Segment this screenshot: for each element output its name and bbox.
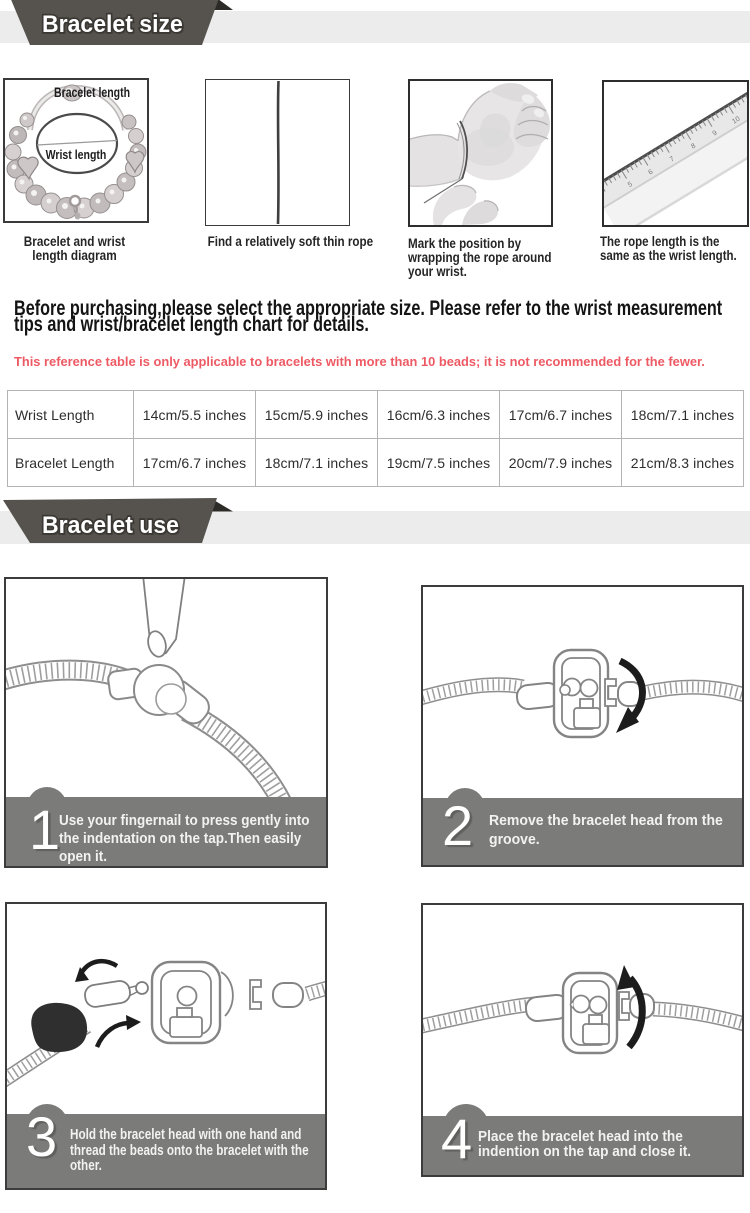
svg-text:9: 9 <box>712 130 719 138</box>
svg-text:Bracelet use: Bracelet use <box>42 512 179 539</box>
svg-text:5: 5 <box>627 181 634 189</box>
svg-text:6: 6 <box>647 168 654 176</box>
svg-text:Bracelet size: Bracelet size <box>44 13 185 40</box>
svg-text:Bracelet use: Bracelet use <box>44 514 181 541</box>
svg-text:10: 10 <box>731 116 741 126</box>
svg-text:Wrist length: Wrist length <box>46 147 107 162</box>
svg-text:8: 8 <box>690 142 697 150</box>
svg-text:Bracelet length: Bracelet length <box>54 85 130 101</box>
svg-text:Bracelet size: Bracelet size <box>42 11 183 38</box>
svg-text:7: 7 <box>669 155 676 163</box>
